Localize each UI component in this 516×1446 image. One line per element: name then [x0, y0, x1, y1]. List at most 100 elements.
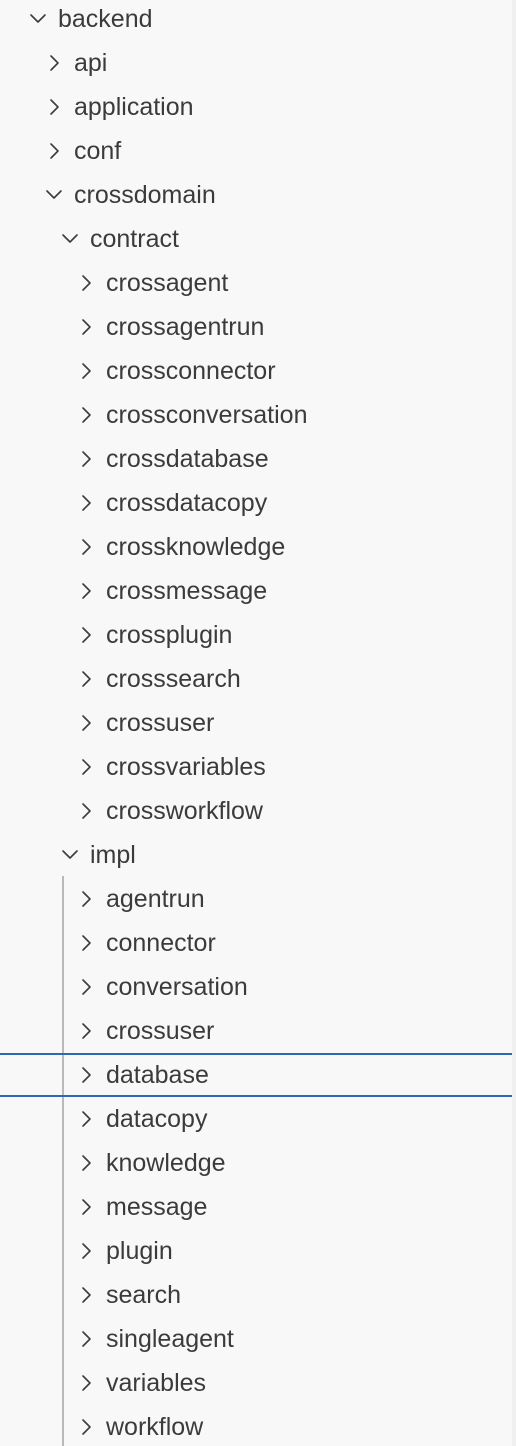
- chevron-right-icon[interactable]: [75, 1108, 97, 1130]
- tree-item-crossdomain[interactable]: crossdomain: [0, 173, 512, 217]
- tree-item-label: api: [74, 49, 108, 77]
- tree-item-contract[interactable]: contract: [0, 217, 512, 261]
- chevron-down-icon[interactable]: [59, 844, 81, 866]
- chevron-right-icon[interactable]: [75, 1328, 97, 1350]
- chevron-down-icon[interactable]: [27, 8, 49, 30]
- tree-item-label: crossagentrun: [106, 313, 265, 341]
- tree-item-label: crossmessage: [106, 577, 268, 605]
- tree-item-conf[interactable]: conf: [0, 129, 512, 173]
- tree-item-label: connector: [106, 929, 216, 957]
- tree-item-label: workflow: [106, 1413, 204, 1441]
- tree-item-crossdatabase[interactable]: crossdatabase: [0, 437, 512, 481]
- chevron-right-icon[interactable]: [75, 976, 97, 998]
- tree-item-label: message: [106, 1193, 208, 1221]
- tree-item-crossplugin[interactable]: crossplugin: [0, 613, 512, 657]
- chevron-right-icon[interactable]: [75, 580, 97, 602]
- chevron-right-icon[interactable]: [75, 272, 97, 294]
- chevron-right-icon[interactable]: [75, 360, 97, 382]
- chevron-right-icon[interactable]: [75, 536, 97, 558]
- tree-item-crossuser[interactable]: crossuser: [0, 701, 512, 745]
- chevron-right-icon[interactable]: [75, 1240, 97, 1262]
- tree-item-database[interactable]: database: [0, 1053, 512, 1097]
- tree-item-label: crossuser: [106, 1017, 215, 1045]
- tree-item-crossconversation[interactable]: crossconversation: [0, 393, 512, 437]
- chevron-right-icon[interactable]: [75, 1284, 97, 1306]
- tree-item-label: database: [106, 1061, 209, 1089]
- chevron-right-icon[interactable]: [75, 448, 97, 470]
- tree-item-crossconnector[interactable]: crossconnector: [0, 349, 512, 393]
- chevron-right-icon[interactable]: [75, 1196, 97, 1218]
- tree-item-label: conversation: [106, 973, 248, 1001]
- indent-guide: [62, 876, 64, 1446]
- chevron-right-icon[interactable]: [43, 96, 65, 118]
- tree-item-crossworkflow[interactable]: crossworkflow: [0, 789, 512, 833]
- tree-item-plugin[interactable]: plugin: [0, 1229, 512, 1273]
- tree-item-label: crossconversation: [106, 401, 308, 429]
- tree-item-label: crossworkflow: [106, 797, 263, 825]
- tree-item-message[interactable]: message: [0, 1185, 512, 1229]
- chevron-right-icon[interactable]: [43, 52, 65, 74]
- chevron-down-icon[interactable]: [59, 228, 81, 250]
- tree-item-label: crossplugin: [106, 621, 233, 649]
- tree-item-backend[interactable]: backend: [0, 0, 512, 41]
- tree-item-label: plugin: [106, 1237, 173, 1265]
- chevron-right-icon[interactable]: [75, 1152, 97, 1174]
- tree-item-label: crossdatacopy: [106, 489, 268, 517]
- tree-item-search[interactable]: search: [0, 1273, 512, 1317]
- chevron-right-icon[interactable]: [43, 140, 65, 162]
- chevron-right-icon[interactable]: [75, 1372, 97, 1394]
- tree-item-crossuser[interactable]: crossuser: [0, 1009, 512, 1053]
- chevron-right-icon[interactable]: [75, 1064, 97, 1086]
- tree-item-variables[interactable]: variables: [0, 1361, 512, 1405]
- chevron-right-icon[interactable]: [75, 668, 97, 690]
- tree-item-label: knowledge: [106, 1149, 226, 1177]
- tree-item-crosssearch[interactable]: crosssearch: [0, 657, 512, 701]
- tree-item-label: contract: [90, 225, 179, 253]
- tree-item-crossdatacopy[interactable]: crossdatacopy: [0, 481, 512, 525]
- tree-item-conversation[interactable]: conversation: [0, 965, 512, 1009]
- tree-item-label: search: [106, 1281, 182, 1309]
- scrollbar-track[interactable]: [512, 0, 516, 1446]
- chevron-right-icon[interactable]: [75, 1416, 97, 1438]
- chevron-right-icon[interactable]: [75, 712, 97, 734]
- tree-item-label: application: [74, 93, 194, 121]
- tree-item-application[interactable]: application: [0, 85, 512, 129]
- tree-item-label: crossvariables: [106, 753, 266, 781]
- chevron-right-icon[interactable]: [75, 1020, 97, 1042]
- tree-item-label: crossagent: [106, 269, 229, 297]
- tree-item-label: impl: [90, 841, 136, 869]
- tree-item-label: singleagent: [106, 1325, 234, 1353]
- chevron-right-icon[interactable]: [75, 756, 97, 778]
- chevron-right-icon[interactable]: [75, 800, 97, 822]
- tree-item-label: conf: [74, 137, 122, 165]
- tree-item-label: backend: [58, 5, 153, 33]
- tree-item-label: variables: [106, 1369, 207, 1397]
- tree-item-label: agentrun: [106, 885, 205, 913]
- tree-item-crossagentrun[interactable]: crossagentrun: [0, 305, 512, 349]
- tree-item-crossmessage[interactable]: crossmessage: [0, 569, 512, 613]
- tree-item-label: crosssearch: [106, 665, 241, 693]
- chevron-right-icon[interactable]: [75, 316, 97, 338]
- tree-item-impl[interactable]: impl: [0, 833, 512, 877]
- chevron-right-icon[interactable]: [75, 932, 97, 954]
- tree-item-crossagent[interactable]: crossagent: [0, 261, 512, 305]
- tree-item-label: crossdatabase: [106, 445, 269, 473]
- chevron-right-icon[interactable]: [75, 624, 97, 646]
- tree-item-api[interactable]: api: [0, 41, 512, 85]
- chevron-down-icon[interactable]: [43, 184, 65, 206]
- tree-item-connector[interactable]: connector: [0, 921, 512, 965]
- tree-item-datacopy[interactable]: datacopy: [0, 1097, 512, 1141]
- tree-item-agentrun[interactable]: agentrun: [0, 877, 512, 921]
- tree-item-crossknowledge[interactable]: crossknowledge: [0, 525, 512, 569]
- tree-item-crossvariables[interactable]: crossvariables: [0, 745, 512, 789]
- tree-item-knowledge[interactable]: knowledge: [0, 1141, 512, 1185]
- chevron-right-icon[interactable]: [75, 404, 97, 426]
- tree-item-label: crossconnector: [106, 357, 276, 385]
- tree-item-singleagent[interactable]: singleagent: [0, 1317, 512, 1361]
- tree-item-label: crossuser: [106, 709, 215, 737]
- tree-item-workflow[interactable]: workflow: [0, 1405, 512, 1446]
- tree-item-label: datacopy: [106, 1105, 208, 1133]
- chevron-right-icon[interactable]: [75, 888, 97, 910]
- chevron-right-icon[interactable]: [75, 492, 97, 514]
